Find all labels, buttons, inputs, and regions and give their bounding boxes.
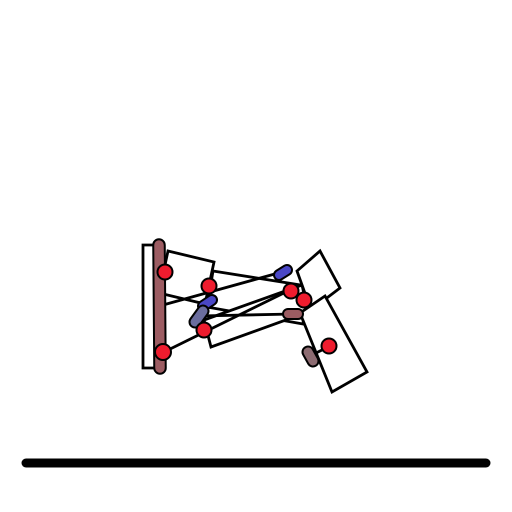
capsule-hip-slate — [190, 306, 208, 327]
joint-shoulder — [156, 263, 174, 281]
rod-hip-to-knee — [161, 270, 284, 307]
joint-ankle — [295, 291, 313, 309]
joint-torso-top — [200, 277, 218, 295]
joints — [154, 263, 338, 361]
joint-knee — [282, 282, 300, 300]
link-rods — [161, 270, 332, 358]
capsule-knee-blue — [275, 266, 291, 279]
joint-torso-bottom — [195, 321, 213, 339]
joint-pelvis — [154, 343, 172, 361]
capsule-foot-mauve — [303, 347, 318, 366]
rod-mid-link — [196, 312, 295, 318]
rod-knee-to-ankle — [162, 288, 292, 354]
joint-toe — [320, 337, 338, 355]
